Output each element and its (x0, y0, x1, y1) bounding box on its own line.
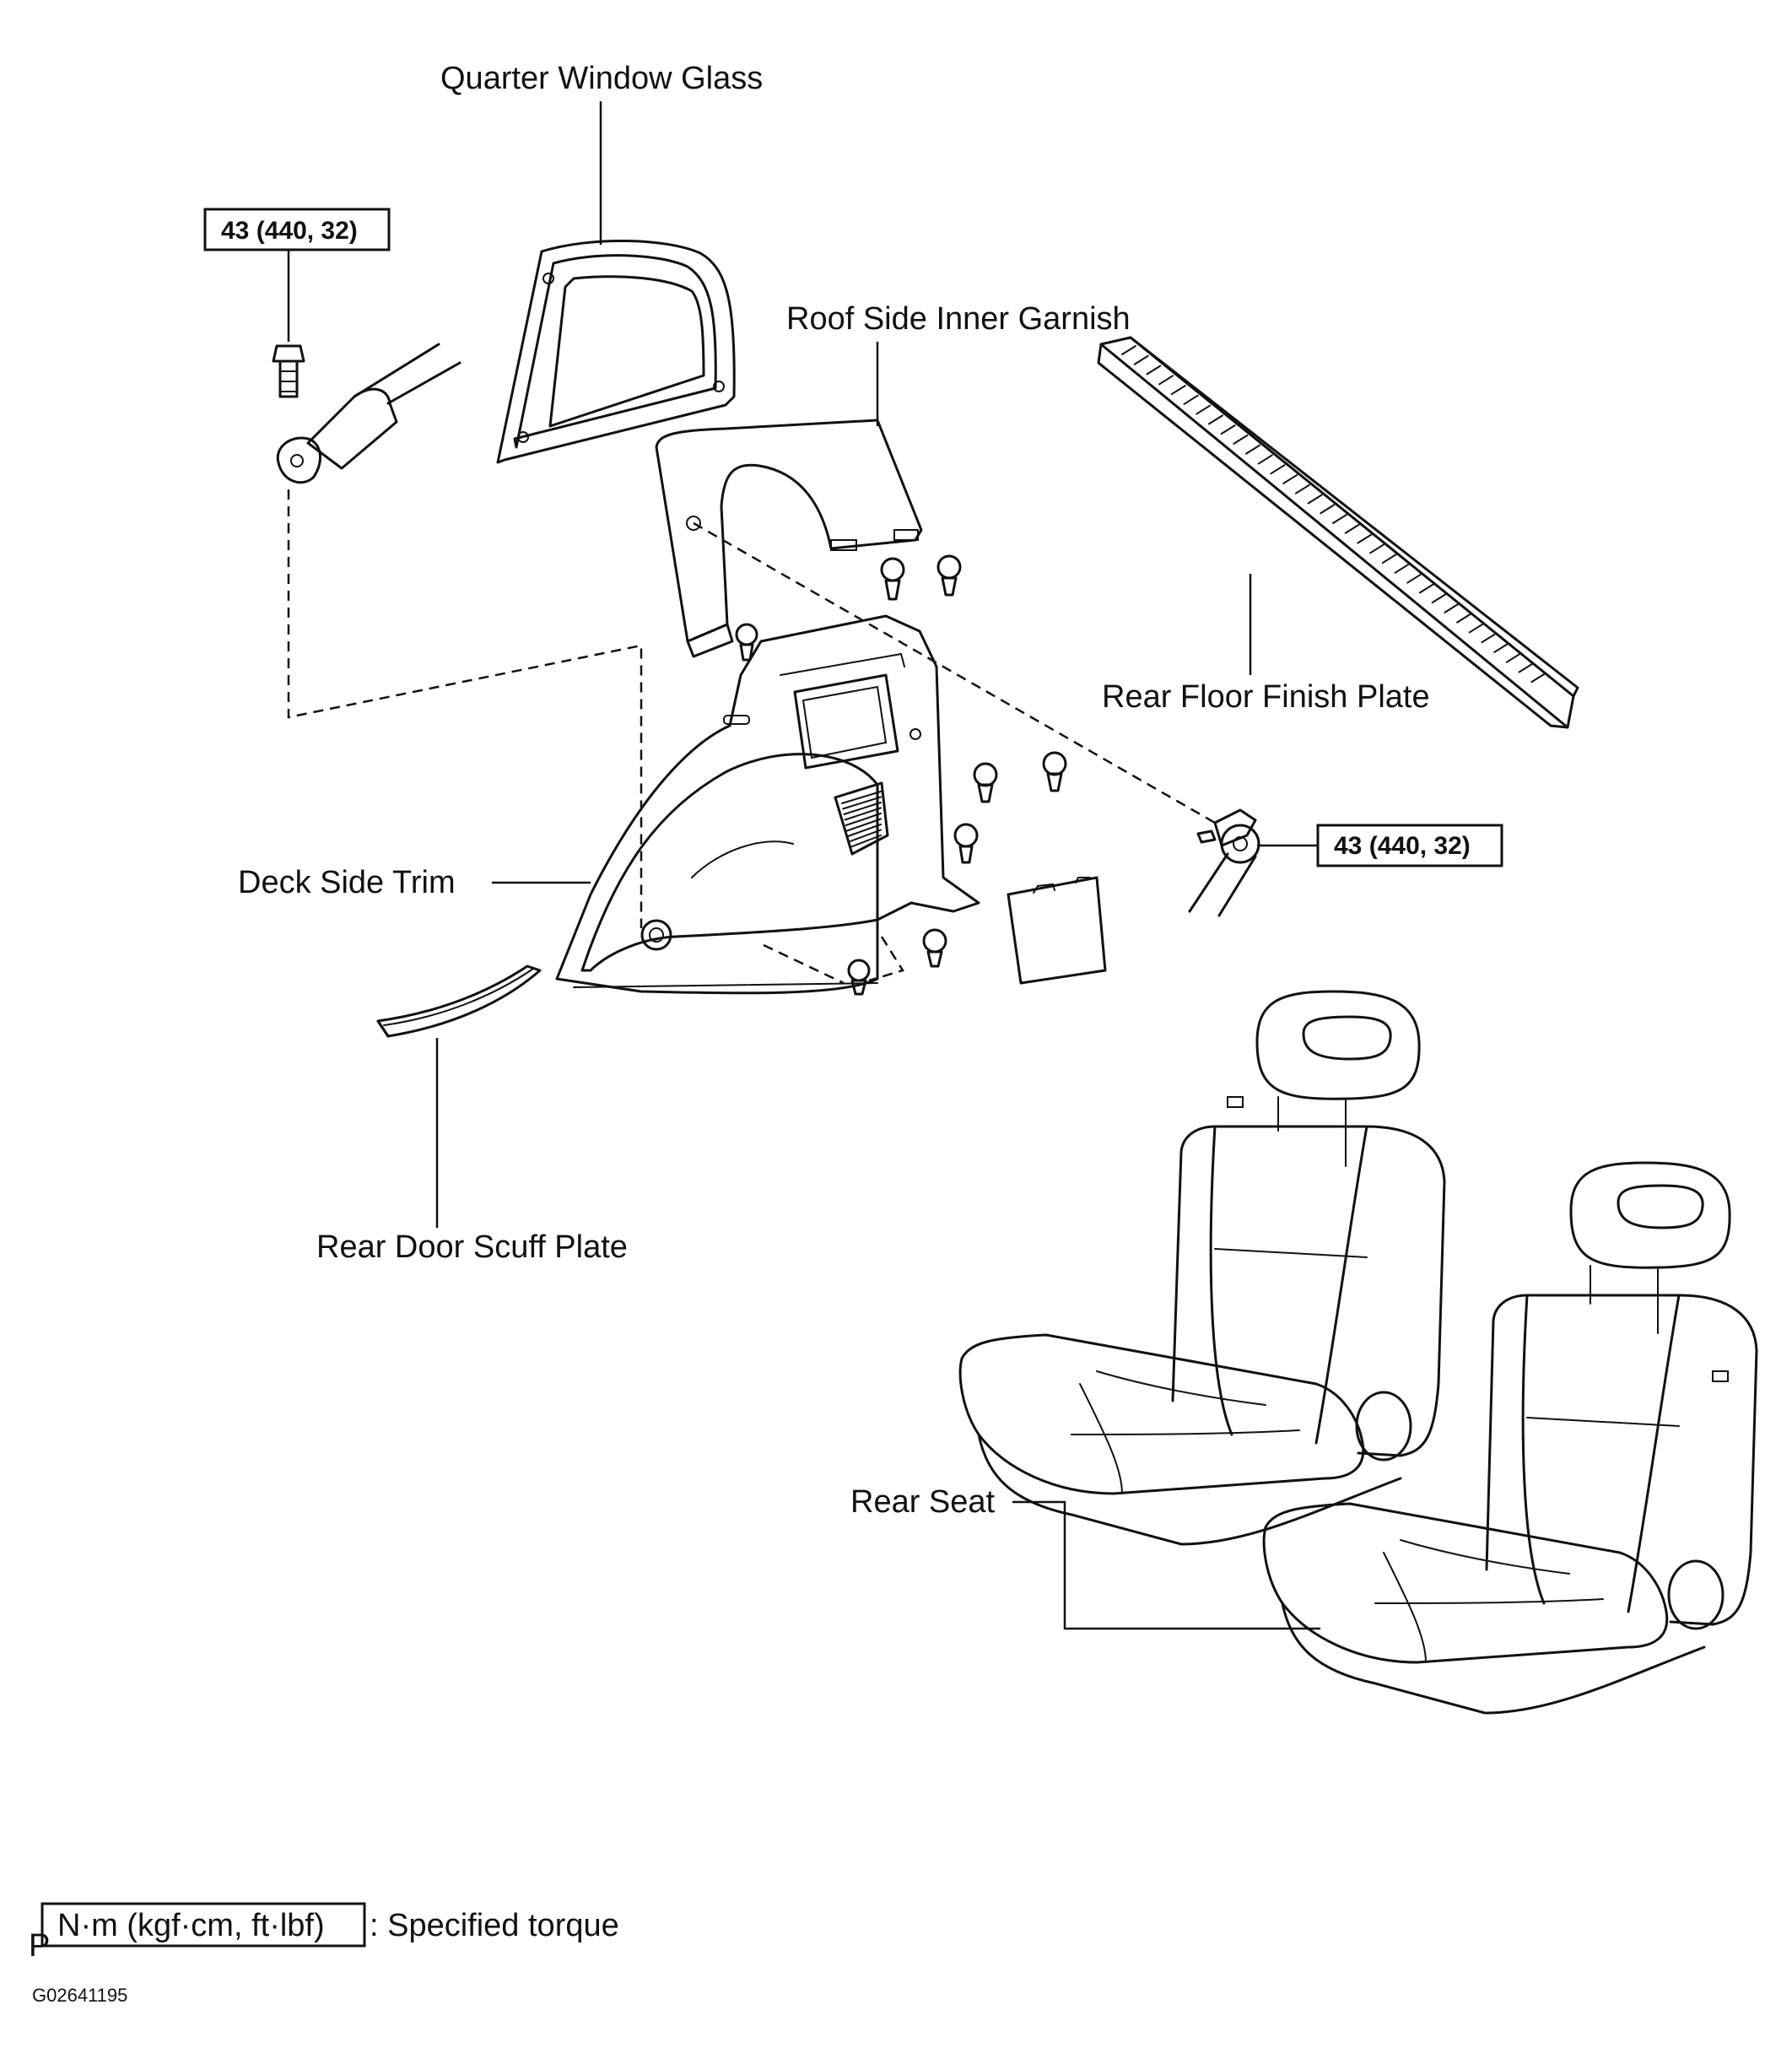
floor-plate-rib (1468, 623, 1484, 634)
legend-description: : Specified torque (370, 1908, 619, 1943)
vent-slat (848, 829, 882, 843)
screw-group-deck-trim (847, 751, 1067, 996)
legend-marker: P (29, 1928, 50, 1964)
floor-plate-rib (1282, 473, 1298, 484)
floor-plate-rib (1406, 573, 1422, 584)
label-roof-side-inner-garnish: Roof Side Inner Garnish (786, 301, 1131, 337)
floor-plate-rib (1493, 642, 1509, 653)
torque-box-upper-left (203, 208, 391, 251)
label-deck-side-trim: Deck Side Trim (238, 865, 456, 900)
floor-plate-rib (1158, 375, 1174, 386)
rear-seat-left (958, 990, 1446, 1546)
legend-unit-text: N·m (kgf·cm, ft·lbf) (57, 1908, 325, 1943)
floor-plate-rib (1456, 613, 1472, 624)
rear-door-scuff-plate (376, 964, 542, 1038)
floor-plate-rib (1369, 543, 1385, 554)
floor-plate-rib (1233, 434, 1249, 445)
torque-value-right: 43 (440, 32) (1334, 832, 1471, 860)
floor-plate-rib (1518, 662, 1534, 673)
deck-side-trim (555, 614, 980, 995)
floor-plate-rib (1394, 563, 1410, 574)
floor-plate-rib (1170, 385, 1186, 396)
floor-plate-rib (1294, 484, 1310, 494)
floor-plate-rib (1381, 554, 1397, 565)
legend-unit-box (40, 1902, 366, 1948)
vent-slat (847, 824, 882, 837)
vent-slat (845, 813, 882, 826)
vent-slat (844, 807, 882, 821)
quarter-window-glass (496, 240, 736, 464)
label-rear-seat: Rear Seat (850, 1484, 996, 1520)
label-quarter-window-glass: Quarter Window Glass (440, 61, 763, 96)
floor-plate-rib (1418, 583, 1434, 594)
rear-seat-right (1262, 1161, 1758, 1715)
floor-plate-rib (1344, 523, 1360, 534)
assembly-lines (287, 489, 1216, 985)
floor-plate-rib (1257, 454, 1273, 465)
vent-slat (849, 835, 882, 848)
floor-plate-rib (1121, 345, 1136, 355)
floor-plate-rib (1220, 424, 1236, 435)
floor-plate-rib (1245, 444, 1261, 455)
floor-plate-rib (1183, 394, 1199, 405)
floor-plate-rib (1505, 652, 1521, 663)
floor-plate-rib (1530, 673, 1546, 683)
floor-plate-rib (1481, 633, 1497, 644)
vent-slat (843, 802, 882, 815)
floor-plate-rib (1270, 464, 1286, 475)
rear-floor-finish-plate (1097, 336, 1579, 729)
vent-slat (841, 791, 882, 804)
floor-plate-rib (1307, 494, 1323, 505)
torque-value-upper-left: 43 (440, 32) (221, 217, 358, 245)
leader-rear-seat (1012, 1500, 1320, 1630)
figure-code: G02641195 (32, 1985, 127, 2006)
vent-slat (846, 818, 882, 832)
floor-plate-rib (1133, 354, 1149, 365)
label-rear-floor-finish-plate: Rear Floor Finish Plate (1102, 679, 1430, 715)
trim-cover-lid-tabs (1033, 877, 1091, 894)
label-rear-door-scuff-plate: Rear Door Scuff Plate (316, 1229, 628, 1265)
floor-plate-rib (1357, 533, 1373, 544)
floor-plate-rib (1196, 404, 1212, 415)
vent-slat (842, 796, 882, 810)
seat-belt-anchor-right (1188, 808, 1260, 917)
floor-plate-rib (1320, 504, 1336, 515)
floor-plate-rib (1207, 414, 1223, 425)
floor-plate-rib (1431, 593, 1447, 604)
trim-cover-lid (1007, 876, 1107, 985)
floor-plate-rib (1444, 602, 1460, 613)
seat-belt-anchor-upper (272, 343, 461, 484)
floor-plate-rib (1146, 365, 1162, 376)
roof-side-inner-garnish (655, 419, 923, 658)
floor-plate-rib (1332, 514, 1347, 524)
